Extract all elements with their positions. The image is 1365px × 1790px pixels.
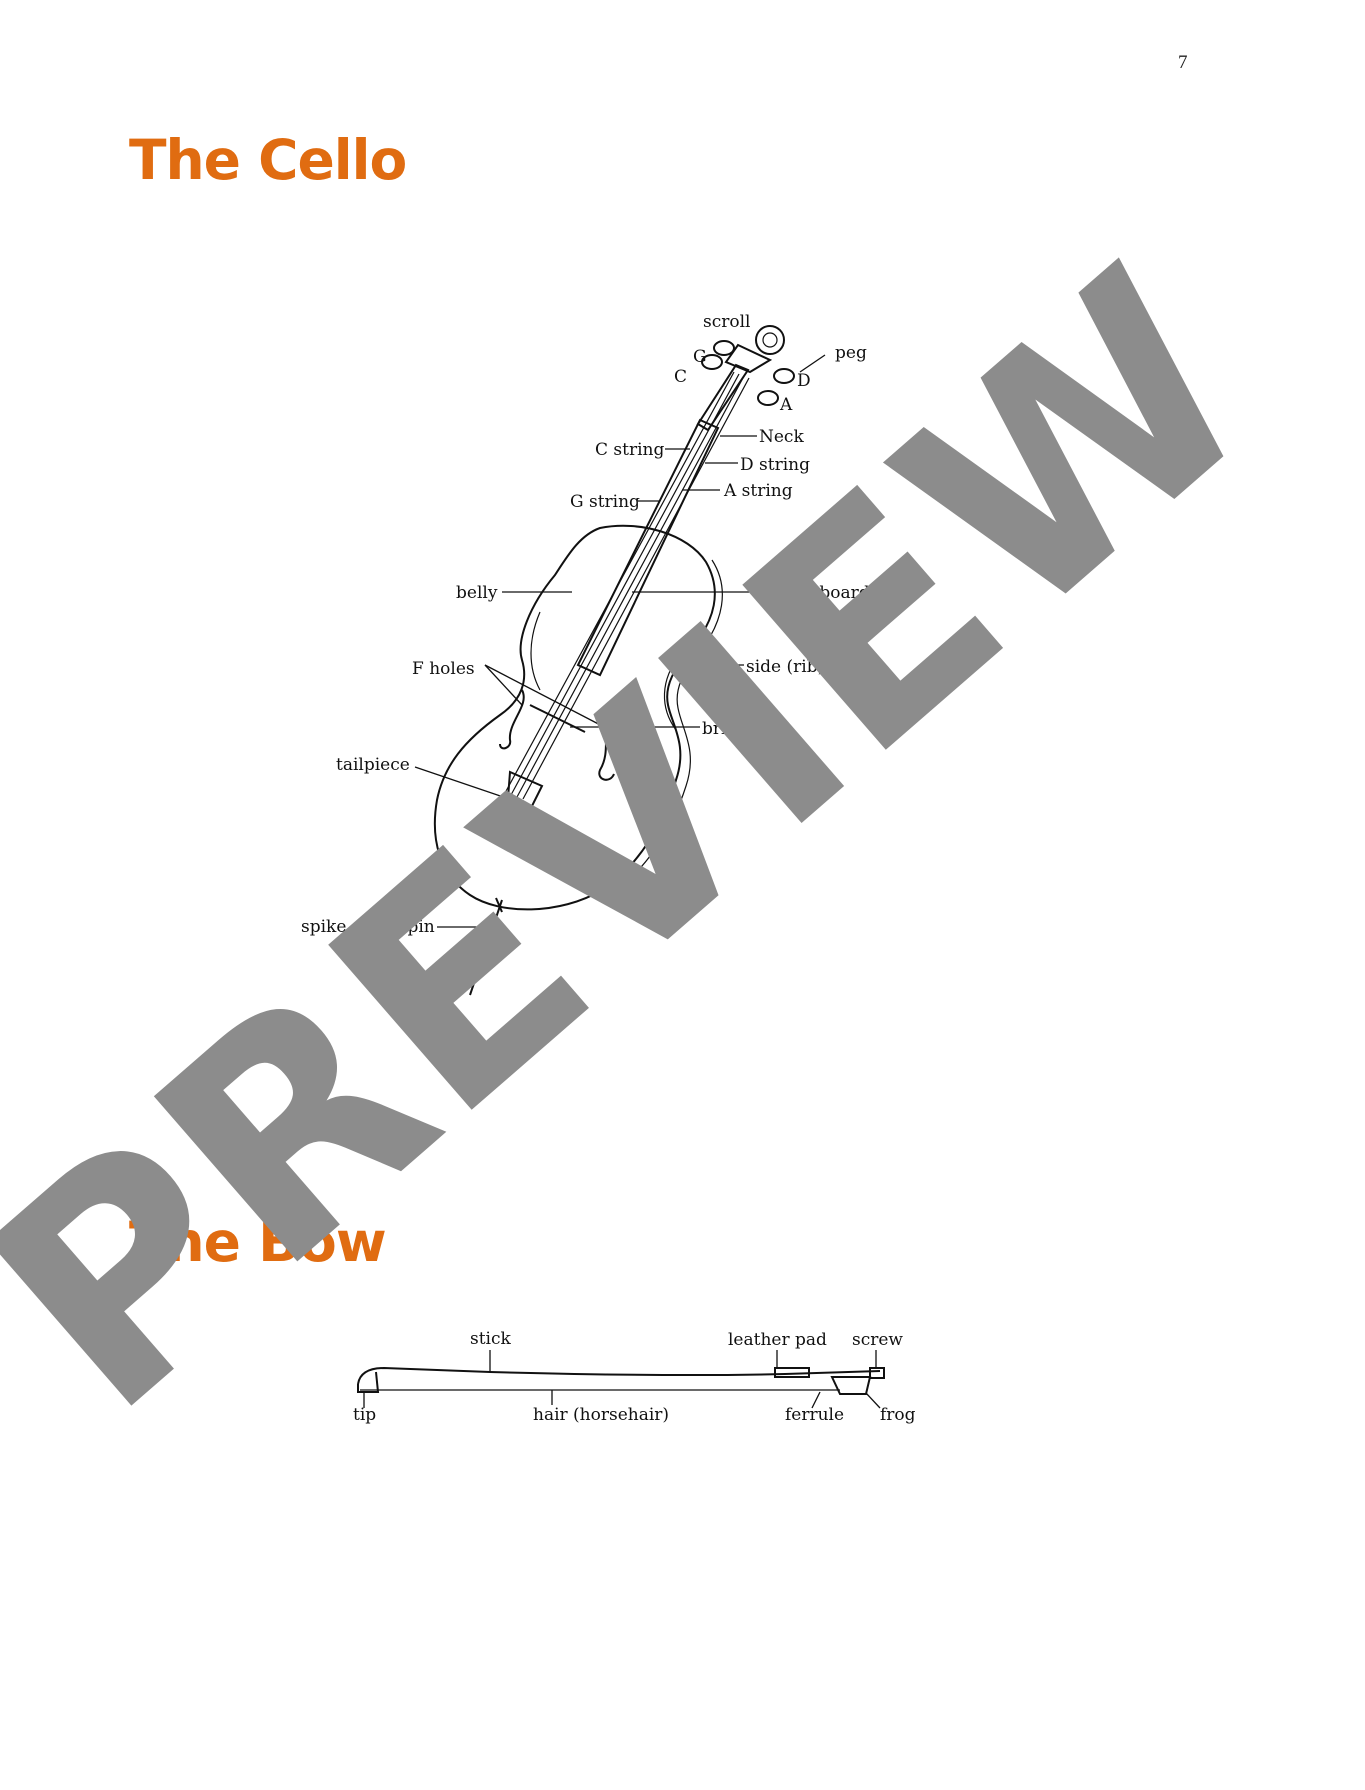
pegbox-shape [724, 343, 773, 374]
label-neck: Neck [759, 427, 804, 447]
label-peg-c: C [674, 367, 687, 387]
label-peg-g: G [693, 347, 707, 367]
scroll-shape [755, 325, 785, 355]
cello-rib-outline [605, 559, 723, 899]
label-bridge: bridge [702, 719, 758, 739]
cello-labels: scroll peg G C D A Neck C string D strin… [301, 312, 870, 937]
peg-g-shape [713, 340, 735, 356]
ferrule-leader [811, 1391, 821, 1409]
f-holes-leader-left [484, 664, 523, 706]
label-g-string: G string [570, 492, 640, 512]
c-string-line [504, 371, 735, 794]
label-ferrule: ferrule [785, 1405, 844, 1425]
bow-illustration [357, 1366, 885, 1395]
a-string-line [522, 377, 750, 800]
label-c-string: C string [595, 440, 664, 460]
label-tailpiece: tailpiece [336, 755, 410, 775]
cello-c-bout-left [530, 611, 541, 691]
tailpiece-shape [504, 770, 544, 832]
label-fingerboard: fingerboard [768, 583, 870, 603]
frog-leader [865, 1392, 881, 1409]
scroll-curl [762, 332, 778, 348]
g-string-line [510, 373, 740, 796]
bow-section-title: The Bow [129, 1210, 387, 1274]
bow-stick-shape [357, 1366, 881, 1385]
label-stick: stick [470, 1329, 512, 1349]
label-spike: spike or endpin [301, 917, 435, 937]
peg-c-shape [701, 354, 723, 370]
bow-screw-shape [869, 1367, 885, 1379]
label-frog: frog [880, 1405, 916, 1425]
f-hole-right [598, 709, 615, 781]
label-d-string: D string [740, 455, 810, 475]
label-peg: peg [835, 343, 867, 363]
bow-leather-pad-shape [774, 1367, 810, 1378]
endpin-shape [469, 899, 503, 996]
endpin-collar [495, 897, 503, 913]
page-number: 7 [1178, 52, 1188, 73]
bow-labels: stick leather pad screw tip hair (horseh… [353, 1329, 916, 1425]
cello-body-outline [433, 524, 716, 911]
peg-d-shape [773, 368, 795, 384]
bow-tip-shape [357, 1371, 380, 1393]
label-tip: tip [353, 1405, 376, 1425]
cello-section-title: The Cello [129, 128, 407, 192]
tailpiece-leader [414, 766, 513, 801]
label-leather-pad: leather pad [728, 1330, 827, 1350]
cello-c-bout-right [663, 654, 681, 731]
cello-leader-lines [414, 354, 826, 928]
peg-a-shape [757, 390, 779, 406]
label-belly: belly [456, 583, 498, 603]
label-peg-a: A [779, 395, 793, 415]
label-f-holes: F holes [412, 659, 475, 679]
label-peg-d: D [797, 371, 811, 391]
label-screw: screw [852, 1330, 903, 1350]
bow-leader-lines [363, 1350, 881, 1409]
bow-diagram: stick leather pad screw tip hair (horseh… [353, 1329, 916, 1425]
bow-frog-shape [830, 1376, 872, 1395]
label-side: side (rib) [746, 657, 824, 677]
label-hair: hair (horsehair) [533, 1405, 669, 1425]
neck-shape [696, 363, 750, 432]
d-string-line [516, 375, 745, 798]
peg-leader [799, 354, 826, 373]
f-holes-leader-right [484, 664, 611, 731]
label-a-string: A string [723, 481, 793, 501]
f-hole-left [499, 689, 525, 750]
cello-illustration [433, 325, 795, 996]
label-scroll: scroll [703, 312, 750, 332]
